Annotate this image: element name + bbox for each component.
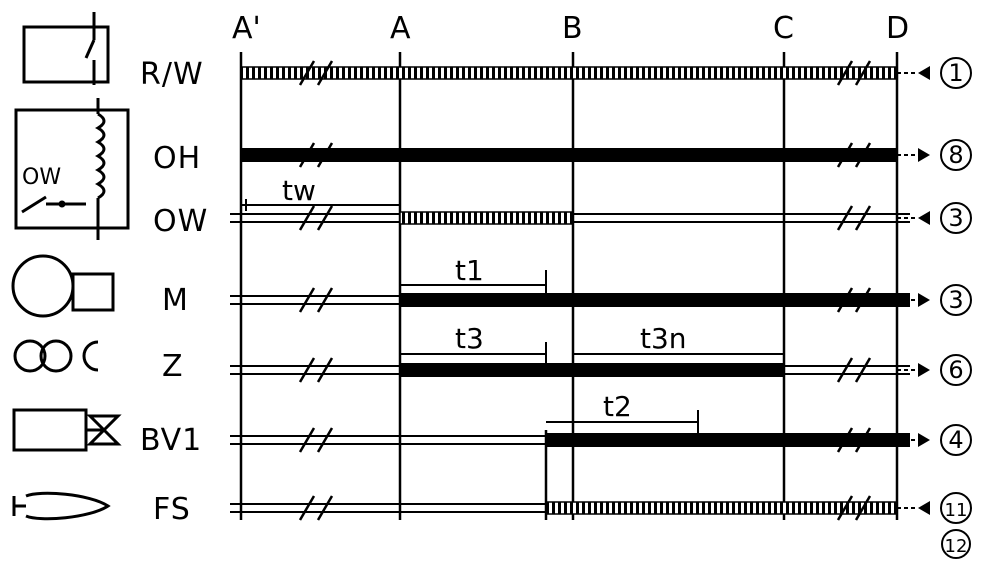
time-grid-lines (239, 52, 899, 520)
break-mark-bv1-1b (854, 427, 872, 453)
row-arrow-z (918, 363, 930, 377)
timer-label-t1: t1 (455, 254, 484, 287)
extra-number-12: 12 (941, 529, 971, 559)
row-number-circle-ow (940, 202, 972, 234)
signal-ow-dotted-1 (399, 211, 574, 225)
row-number-rw: 1 (948, 59, 963, 87)
timer-t3: t3 (400, 322, 547, 366)
row-number-m: 3 (948, 286, 963, 314)
break-mark-fs-0b (316, 495, 334, 521)
signal-traces (230, 60, 910, 521)
timer-label-t3n: t3n (640, 322, 687, 355)
break-mark-oh-1b (854, 142, 872, 168)
signal-oh-solid-0 (241, 148, 897, 162)
row-number-circle-rw (940, 57, 972, 89)
column-label-d: D (886, 11, 909, 46)
flame-sensor-icon (12, 491, 111, 521)
break-mark-bv1-1a (836, 427, 854, 453)
break-mark-ow-1b (854, 205, 872, 231)
timer-label-t2: t2 (603, 390, 632, 423)
break-mark-ow-0b (316, 205, 334, 231)
break-mark-rw-0a (298, 60, 316, 86)
break-mark-fs-1b (854, 495, 872, 521)
extra-number-label: 12 (945, 536, 968, 557)
break-mark-m-1b (854, 287, 872, 313)
heater-thermostat-icon: OW (14, 98, 130, 240)
row-numbers: 1 8 3 3 6 4 11 (897, 57, 972, 524)
signal-m-solid-1 (400, 293, 910, 307)
row-label-m: M (162, 283, 189, 318)
timer-tw: tw (241, 174, 400, 211)
break-mark-bv1-0a (298, 427, 316, 453)
signal-z-solid-1 (400, 363, 784, 377)
component-symbols: OW (11, 12, 130, 521)
row-label-z: Z (162, 349, 184, 384)
ignition-transformer-icon (13, 339, 99, 373)
column-labels: A' A B C D (232, 11, 909, 46)
row-arrow-m (918, 293, 930, 307)
break-mark-oh-0b (316, 142, 334, 168)
break-mark-m-0a (298, 287, 316, 313)
row-number-z: 6 (948, 356, 963, 384)
column-label-b: B (562, 11, 583, 46)
signal-rw-dotted-0 (240, 66, 898, 80)
row-labels: R/W OH OW M Z BV1 FS (140, 57, 208, 527)
symbol-ow-text: OW (22, 165, 61, 190)
break-mark-rw-0b (316, 60, 334, 86)
break-mark-rw-1a (836, 60, 854, 86)
row-number-fs: 11 (945, 500, 968, 521)
break-mark-z-0a (298, 357, 316, 383)
row-label-fs: FS (153, 492, 191, 527)
break-mark-z-0b (316, 357, 334, 383)
row-label-ow: OW (153, 204, 208, 239)
row-number-bv1: 4 (948, 426, 963, 454)
break-mark-oh-0a (298, 142, 316, 168)
signal-bv1-solid-1 (546, 433, 910, 447)
row-arrow-ow (918, 211, 930, 225)
row-number-oh: 8 (948, 141, 963, 169)
row-arrow-rw (918, 66, 930, 80)
timer-t3n: t3n (573, 322, 785, 366)
break-mark-fs-1a (836, 495, 854, 521)
timer-label-t3: t3 (455, 322, 484, 355)
solenoid-valve-icon (12, 408, 122, 452)
timer-label-tw: tw (282, 174, 316, 207)
break-mark-m-1a (836, 287, 854, 313)
row-label-bv1: BV1 (140, 423, 202, 458)
row-arrow-oh (918, 148, 930, 162)
column-label-c: C (773, 11, 794, 46)
row-number-circle-bv1 (940, 424, 972, 456)
row-number-circle-z (940, 354, 972, 386)
column-label-a-prime: A' (232, 11, 261, 46)
relay-switch-icon (22, 12, 110, 85)
break-mark-bv1-0b (316, 427, 334, 453)
row-label-oh: OH (153, 141, 201, 176)
break-mark-m-0b (316, 287, 334, 313)
timer-annotations: tw t1 t3 t3n t2 (241, 174, 785, 434)
motor-icon (11, 254, 115, 318)
column-label-a: A (390, 11, 411, 46)
row-label-rw: R/W (140, 57, 204, 92)
break-mark-oh-1a (836, 142, 854, 168)
row-number-ow: 3 (948, 204, 963, 232)
break-mark-z-1a (836, 357, 854, 383)
break-mark-rw-1b (854, 60, 872, 86)
break-mark-z-1b (854, 357, 872, 383)
timer-t1: t1 (400, 254, 547, 300)
row-arrow-fs (918, 501, 930, 515)
timer-t2: t2 (546, 390, 699, 434)
row-number-circle-fs (940, 492, 972, 524)
break-mark-fs-0a (298, 495, 316, 521)
break-mark-ow-0a (298, 205, 316, 231)
row-number-circle-m (940, 284, 972, 316)
row-arrow-bv1 (918, 433, 930, 447)
break-mark-ow-1a (836, 205, 854, 231)
row-number-circle-oh (940, 139, 972, 171)
